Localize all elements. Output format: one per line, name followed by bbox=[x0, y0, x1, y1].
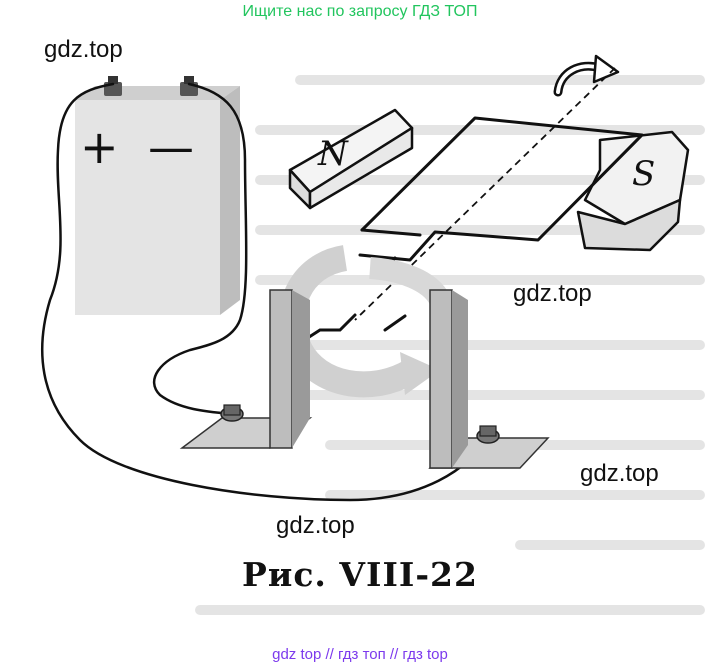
left-bracket bbox=[179, 289, 313, 449]
watermark-3: gdz.top bbox=[580, 460, 659, 487]
north-magnet: N bbox=[288, 108, 414, 210]
wire-minus bbox=[153, 82, 248, 416]
battery-minus-sign: — bbox=[148, 120, 194, 174]
battery-plus-sign: + bbox=[80, 120, 119, 174]
right-terminal-screw bbox=[476, 425, 500, 444]
north-pole-label: N bbox=[317, 134, 349, 174]
south-magnet: S bbox=[576, 130, 690, 252]
south-pole-label: S bbox=[632, 154, 655, 194]
bottom-banner: gdz top // гдз топ // гдз top bbox=[272, 646, 448, 663]
figure-caption: Рис. VIII-22 bbox=[242, 555, 478, 594]
watermark-1: gdz.top bbox=[44, 36, 123, 63]
top-banner: Ищите нас по запросу ГДЗ ТОП bbox=[242, 3, 478, 20]
right-bracket bbox=[428, 289, 550, 469]
watermark-4: gdz.top bbox=[276, 512, 355, 539]
left-terminal-screw bbox=[220, 404, 244, 422]
wire-plus bbox=[41, 82, 490, 502]
battery: + — bbox=[75, 76, 240, 315]
rotation-arrow-top-icon bbox=[553, 54, 620, 97]
watermark-2: gdz.top bbox=[513, 280, 592, 307]
